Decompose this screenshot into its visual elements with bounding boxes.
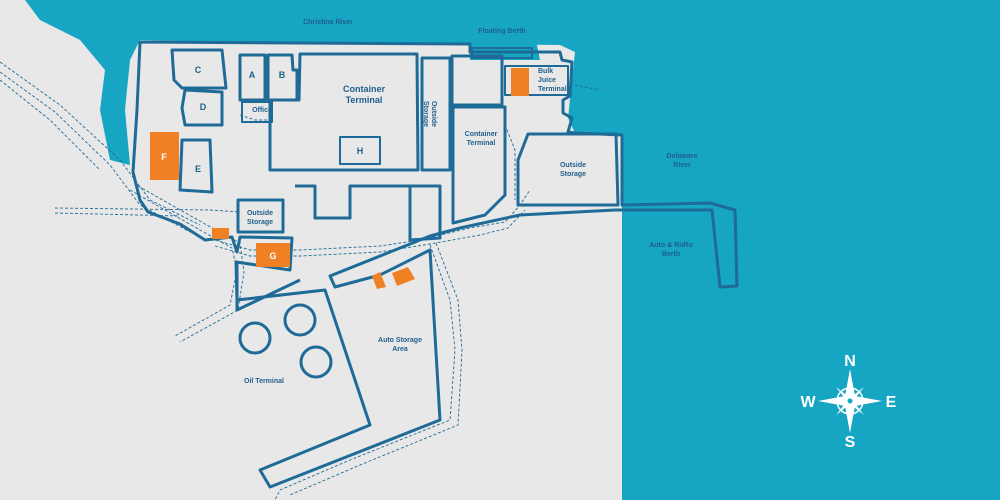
office-block [241, 101, 273, 123]
building-h [339, 136, 381, 165]
compass-south-label: S [845, 434, 856, 451]
road [239, 114, 270, 121]
container-terminal-east-label-1: Container [465, 131, 498, 138]
compass-north-label: N [844, 353, 856, 370]
building-e-label: E [195, 164, 201, 174]
compass-east-label: E [886, 394, 897, 411]
roads [0, 61, 601, 500]
oil-tank [299, 345, 333, 379]
road [129, 189, 238, 337]
compass-west-label: W [800, 394, 816, 411]
container-terminal-east-block [450, 54, 504, 107]
compass-needle-diagonal [850, 401, 864, 415]
outside-storage-south-block [236, 198, 285, 234]
outside-storage-south-label-2: Storage [247, 219, 273, 226]
oil-tank [238, 321, 272, 355]
port-outlines [131, 40, 739, 489]
container-terminal-main [268, 52, 420, 172]
delaware-river-label-1: Delaware [667, 153, 698, 160]
facility-small [212, 228, 229, 239]
labels: Christina River Floating Berth Delaware … [161, 19, 697, 385]
christina-river-label: Christina River [303, 19, 353, 26]
facility-auto-a [372, 272, 386, 289]
road [289, 242, 463, 496]
outside-storage-east-block [516, 132, 620, 207]
facility-auto-b [392, 267, 415, 286]
oil-tanks [238, 303, 333, 379]
building-d-label: D [200, 102, 207, 112]
road [54, 207, 241, 213]
compass-rose-icon [818, 369, 882, 433]
oil-tank [283, 303, 317, 337]
main-port-boundary [131, 40, 739, 489]
road [274, 244, 456, 500]
compass-needle-south [845, 401, 855, 433]
building-b [266, 53, 299, 102]
building-c [170, 48, 228, 90]
compass-needle-diagonal [850, 387, 864, 401]
compass-center [846, 397, 854, 405]
facility-f [150, 132, 179, 180]
building-a [238, 53, 267, 102]
outside-storage-vertical-block [420, 56, 452, 172]
compass-needle-east [850, 396, 882, 406]
building-b-label: B [279, 70, 286, 80]
central-storage-bays [295, 184, 442, 242]
road [0, 71, 191, 233]
road [504, 124, 516, 200]
road [137, 185, 245, 343]
building-f-label: F [161, 152, 167, 162]
outside-storage-south-label-1: Outside [247, 210, 273, 217]
bulk-juice-label-2: Juice [538, 77, 556, 84]
facility-bulk-juice [511, 68, 529, 96]
bulk-juice-label-3: Terminal [538, 86, 567, 93]
outside-storage-vertical-label-1: Outside [430, 101, 437, 127]
compass-needle-west [818, 396, 850, 406]
building-h-label: H [357, 146, 364, 156]
outside-storage-east-label-2: Storage [560, 171, 586, 178]
road [54, 212, 181, 217]
road [0, 79, 101, 171]
christina-river [25, 0, 575, 165]
road [574, 84, 601, 91]
road [214, 209, 526, 257]
compass-needle-north [845, 369, 855, 401]
container-terminal-label-1: Container [343, 84, 386, 94]
outside-storage-east-label-1: Outside [560, 162, 586, 169]
facility-g [256, 243, 290, 267]
bulk-juice-terminal-block [504, 65, 569, 96]
container-terminal-east-label-2: Terminal [467, 140, 496, 147]
auto-roro-berth-label-2: Berth [662, 251, 680, 258]
road [0, 61, 201, 226]
building-a-label: A [249, 70, 256, 80]
auto-roro-berth-label-1: Auto & RoRo [649, 242, 693, 249]
office-label: Office [252, 107, 272, 114]
building-g-label: G [269, 251, 276, 261]
delaware-river-label-2: River [673, 162, 691, 169]
compass-needle-diagonal [836, 401, 850, 415]
delaware-river [568, 0, 1000, 500]
outside-storage-vertical-label-2: Storage [422, 101, 429, 127]
container-terminal-label-2: Terminal [346, 95, 383, 105]
bulk-juice-label-1: Bulk [538, 68, 553, 75]
oil-terminal-label: Oil Terminal [244, 378, 284, 385]
auto-storage-label-2: Area [392, 346, 408, 353]
floating-berth-pier [471, 47, 533, 59]
building-e [178, 138, 214, 194]
building-d [180, 88, 224, 127]
oil-terminal-boundary [235, 262, 301, 312]
auto-storage-label-1: Auto Storage [378, 337, 422, 344]
building-c-label: C [195, 65, 202, 75]
compass-needle-diagonal [836, 387, 850, 401]
highlighted-facilities [150, 68, 529, 289]
floating-berth-label: Floating Berth [478, 28, 525, 35]
container-terminal-east-lower [451, 105, 507, 225]
